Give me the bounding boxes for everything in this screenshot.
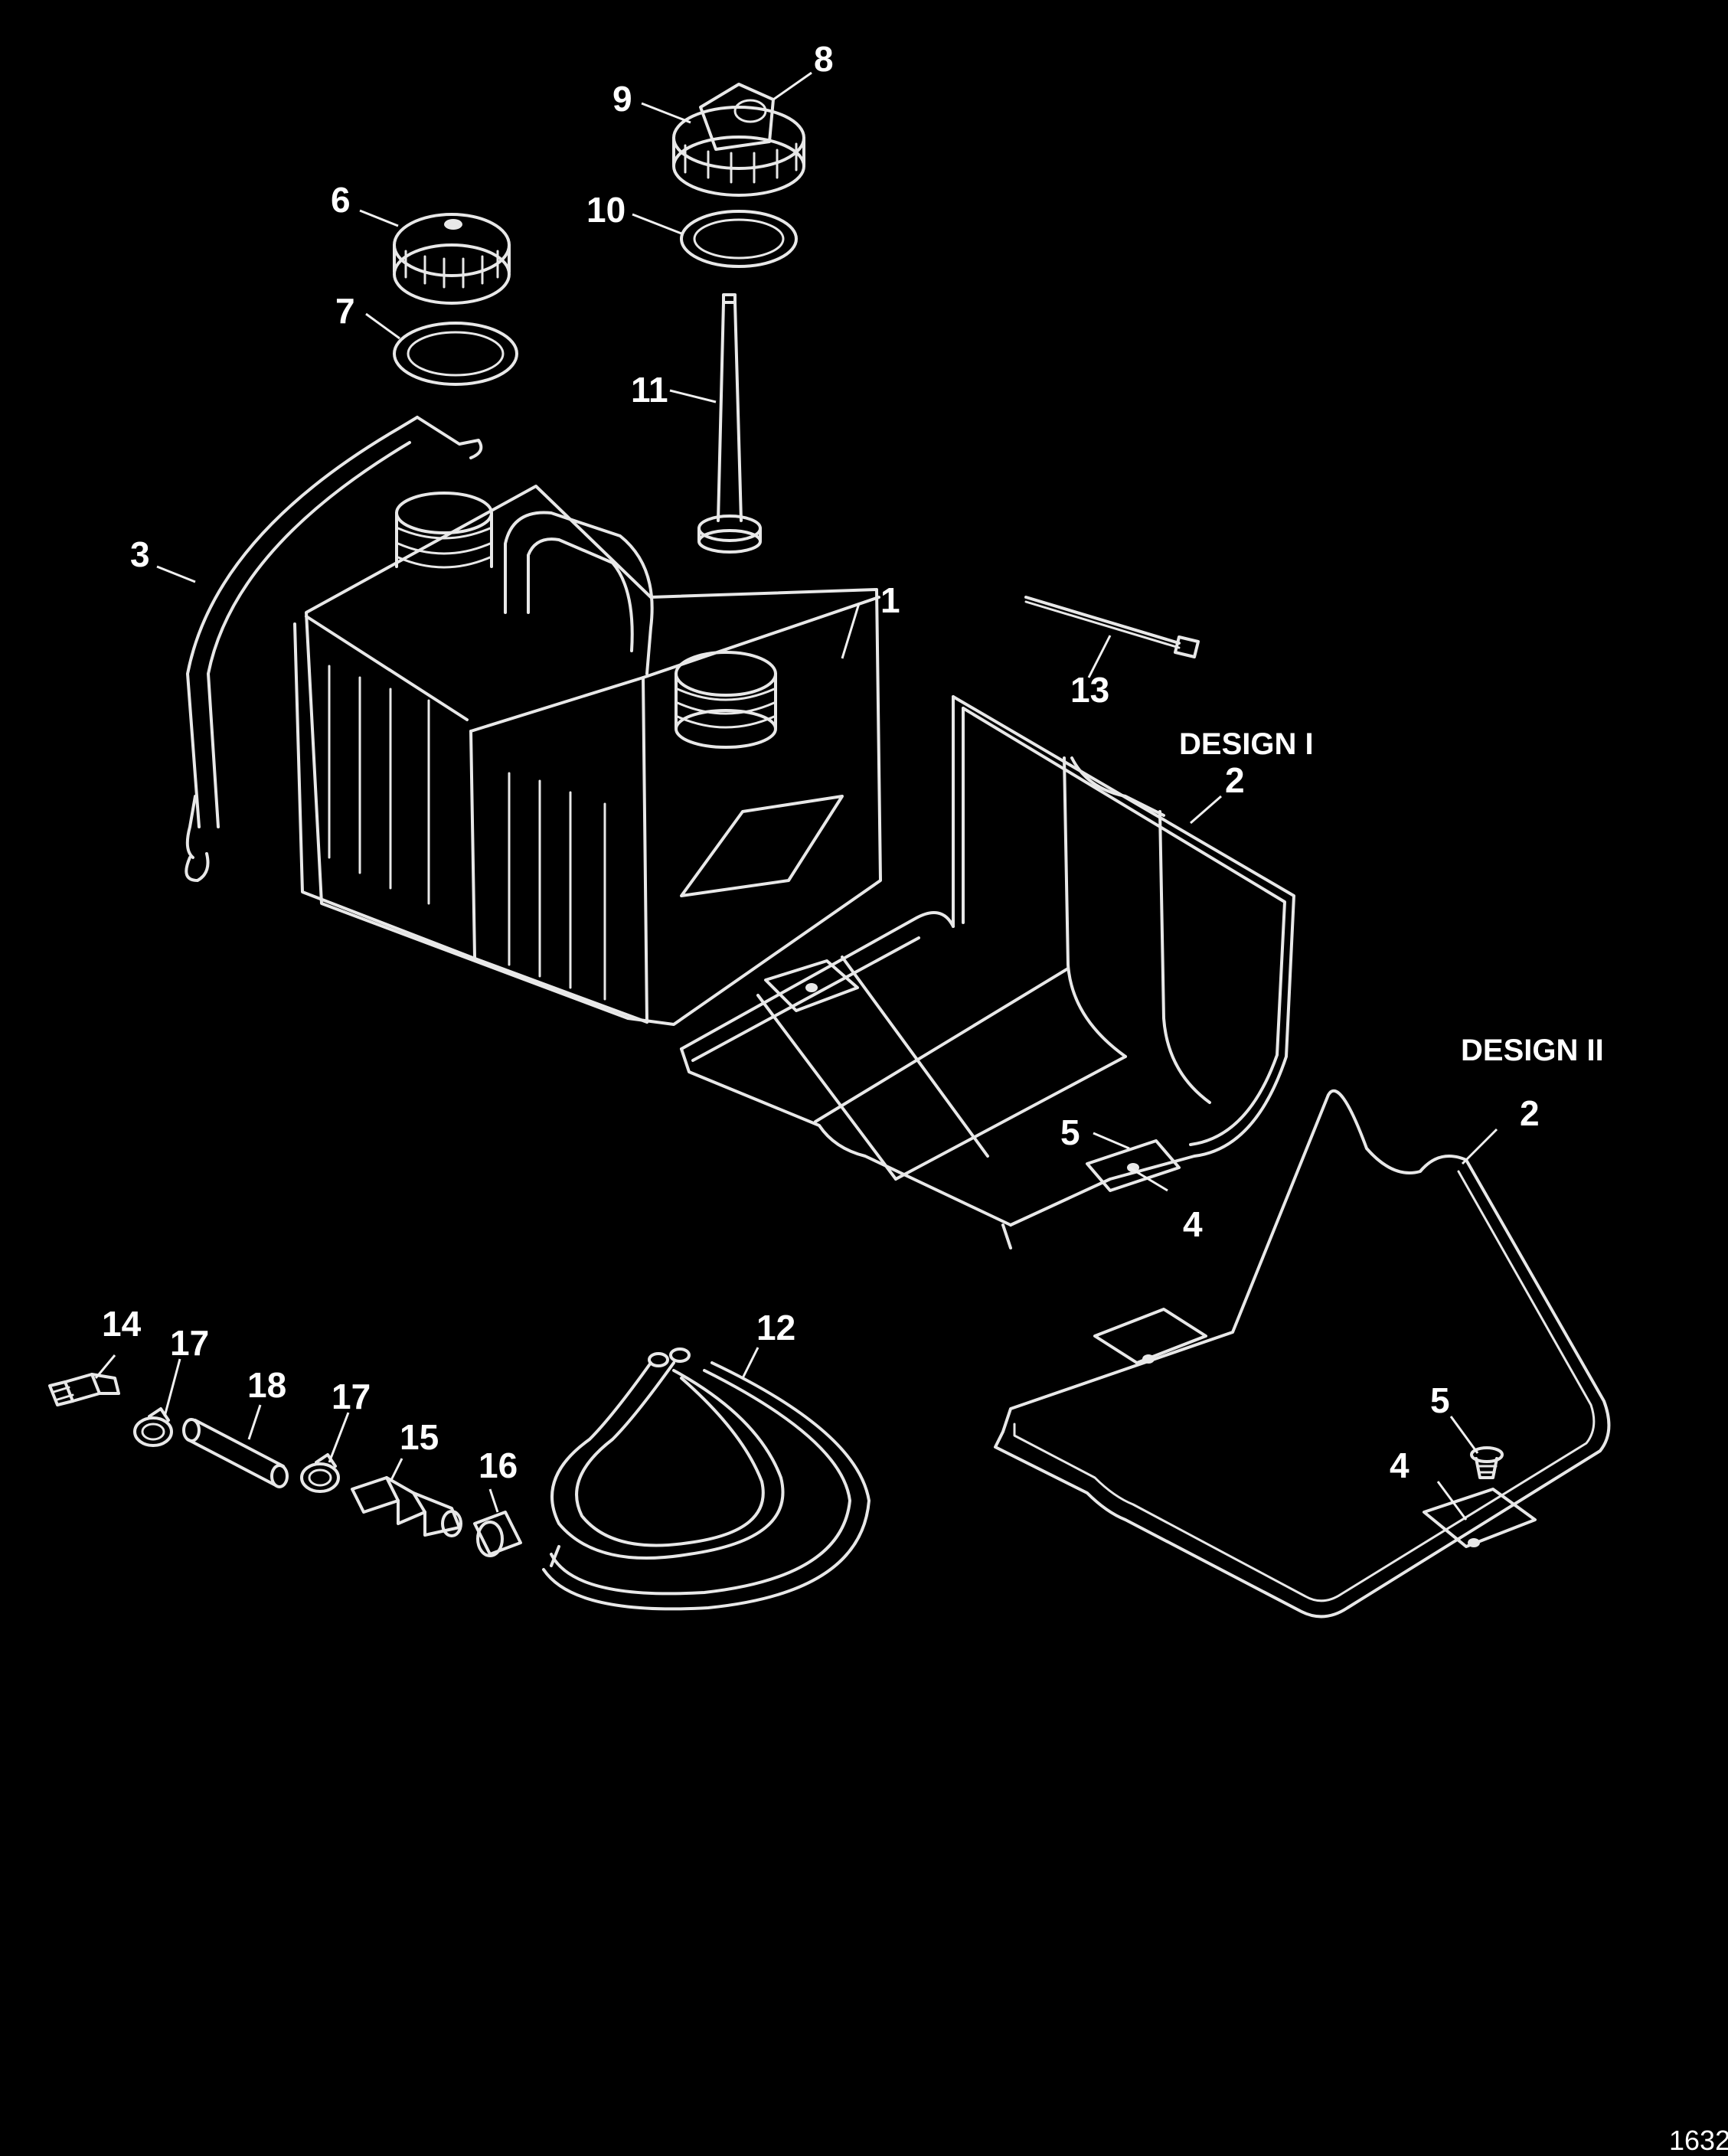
callout-17-right: 17 bbox=[332, 1377, 371, 1416]
callout-9: 9 bbox=[612, 79, 632, 119]
fuel-fitting bbox=[48, 1373, 120, 1406]
retaining-strap bbox=[185, 416, 483, 882]
callout-5-design-2: 5 bbox=[1430, 1380, 1450, 1420]
fuel-tank bbox=[293, 485, 882, 1026]
callout-13: 13 bbox=[1070, 670, 1109, 710]
tank-bracket-design-1 bbox=[680, 695, 1295, 1250]
callout-1: 1 bbox=[880, 580, 900, 620]
callout-17-left: 17 bbox=[170, 1323, 209, 1363]
callout-15: 15 bbox=[400, 1417, 439, 1457]
callout-11: 11 bbox=[631, 370, 668, 410]
gauge-gasket bbox=[680, 210, 798, 268]
callout-7: 7 bbox=[335, 291, 355, 331]
callout-2-design-1: 2 bbox=[1225, 760, 1245, 800]
leader-lines bbox=[94, 71, 1498, 1521]
callout-8: 8 bbox=[814, 39, 834, 79]
callout-5-design-1: 5 bbox=[1060, 1112, 1080, 1152]
design-2-label: DESIGN II bbox=[1461, 1034, 1604, 1067]
callout-18: 18 bbox=[247, 1365, 286, 1405]
gauge-tube bbox=[697, 293, 762, 554]
tank-bracket-design-2 bbox=[994, 1089, 1611, 1619]
hose-clamp bbox=[133, 1407, 173, 1447]
quick-connector bbox=[351, 1476, 462, 1537]
hose-segment bbox=[182, 1418, 289, 1488]
cap-gasket bbox=[393, 322, 518, 386]
callout-6: 6 bbox=[331, 180, 351, 220]
callout-16: 16 bbox=[479, 1446, 518, 1485]
fuel-gauge bbox=[672, 83, 805, 197]
callout-labels: 1 2 2 3 4 4 5 5 6 7 8 9 10 11 12 13 14 1… bbox=[102, 39, 1728, 2156]
callout-10: 10 bbox=[586, 190, 626, 230]
cable-tie bbox=[1024, 596, 1200, 658]
callout-2-design-2: 2 bbox=[1520, 1093, 1540, 1133]
screw bbox=[1470, 1446, 1504, 1479]
callout-4-design-2: 4 bbox=[1390, 1446, 1410, 1485]
fill-cap bbox=[393, 213, 511, 305]
coupler bbox=[473, 1511, 522, 1557]
callout-12: 12 bbox=[756, 1308, 795, 1348]
callout-3: 3 bbox=[130, 534, 150, 574]
callout-4-design-1: 4 bbox=[1183, 1204, 1203, 1244]
fuel-hose bbox=[542, 1348, 871, 1611]
figure-number: 1632 bbox=[1669, 2125, 1728, 2156]
design-1-label: DESIGN I bbox=[1179, 727, 1314, 761]
callout-14: 14 bbox=[102, 1304, 142, 1344]
hose-clamp bbox=[300, 1453, 340, 1493]
